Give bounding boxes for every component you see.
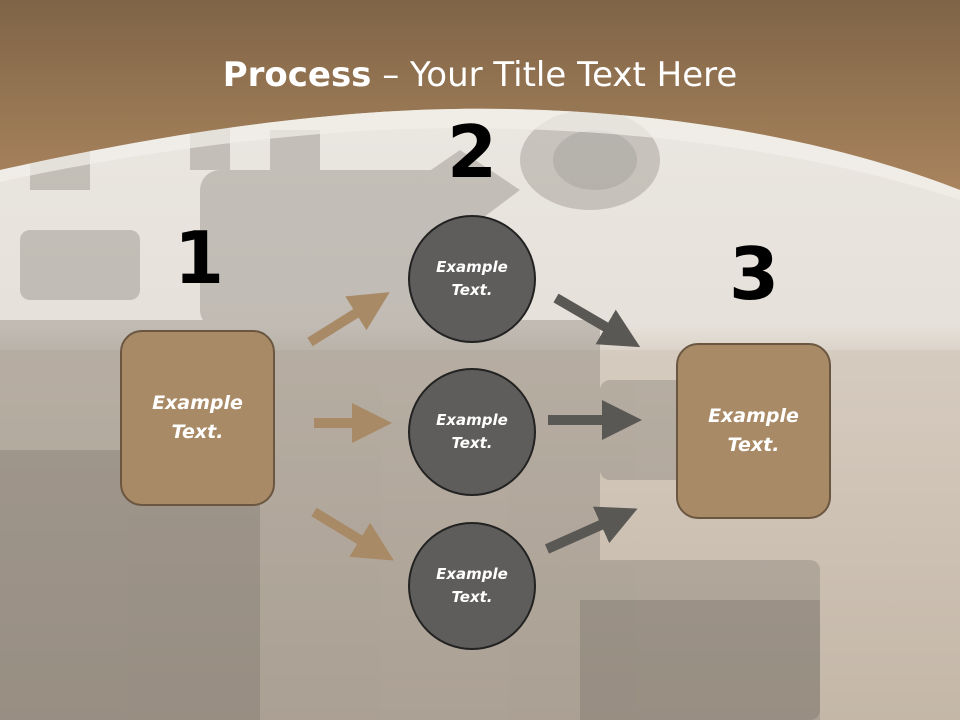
step-2-circle-middle: Example Text. (408, 368, 536, 496)
step-3-box: Example Text. (676, 343, 831, 519)
circle-middle-text: Example Text. (436, 411, 508, 452)
title-bold: Process (222, 55, 372, 95)
arrow-icon-right-top (553, 293, 641, 348)
slide-title: Process – Your Title Text Here (0, 52, 960, 98)
step-2-circle-bottom: Example Text. (408, 522, 536, 650)
step-1-box: Example Text. (120, 330, 275, 506)
circle-top-text: Example Text. (436, 258, 508, 299)
step-3-box-text: Example Text. (708, 405, 799, 456)
step-number-1: 1 (173, 216, 225, 300)
step-number-3: 3 (728, 232, 780, 316)
step-2-circle-top: Example Text. (408, 215, 536, 343)
title-rest: – Your Title Text Here (371, 55, 738, 95)
step-number-2: 2 (446, 110, 498, 194)
circle-bottom-text: Example Text. (436, 565, 508, 606)
arrow-icon-right-bottom (544, 506, 638, 554)
step-1-box-text: Example Text. (152, 392, 243, 443)
arrow-icon-left-top (307, 292, 390, 347)
arrow-icon-left-bottom (311, 507, 394, 561)
